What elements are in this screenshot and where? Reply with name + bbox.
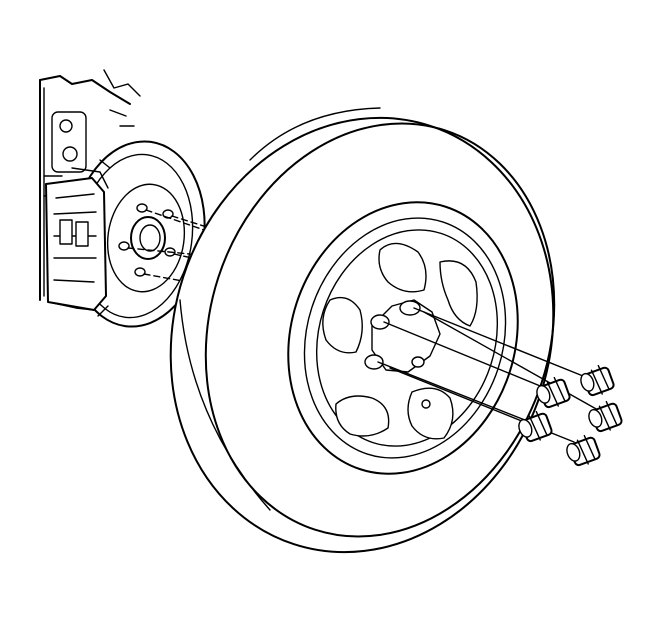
wheel-spokes <box>322 242 478 440</box>
lug-nut-icon <box>588 400 623 433</box>
hub <box>130 216 166 260</box>
wheel-center <box>364 299 441 409</box>
valve-stem <box>421 399 431 409</box>
lug-nut-icon <box>566 434 601 467</box>
brake-rotor-hub-icon <box>39 69 211 328</box>
lug-nut-icon <box>580 364 615 397</box>
lug-nuts <box>518 364 623 467</box>
lug-nut-icon <box>536 376 571 409</box>
brake-caliper <box>45 167 109 311</box>
tire-wheel-icon <box>169 107 556 554</box>
wheel-rim <box>287 201 519 475</box>
suspension-knuckle <box>39 69 141 301</box>
lug-nut-icon <box>518 410 553 443</box>
stud-alignment-guides <box>127 209 211 287</box>
